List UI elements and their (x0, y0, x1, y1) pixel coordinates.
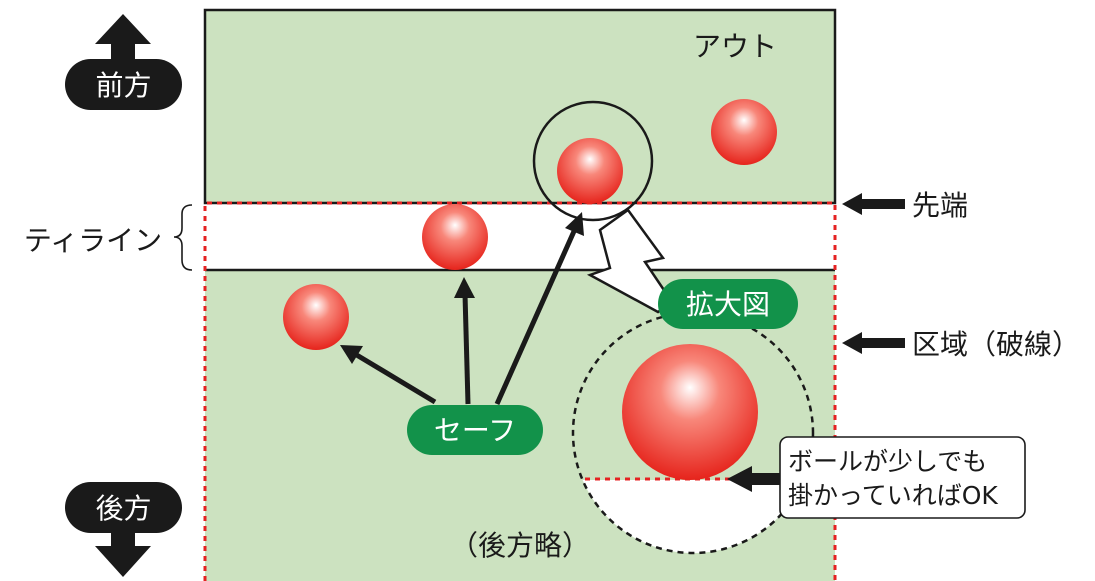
zoom-label: 拡大図 (686, 288, 770, 321)
front-direction: 前方 (65, 14, 182, 110)
area-pointer: 区域（破線） (842, 328, 1080, 361)
teeline-label: ティライン (24, 224, 162, 257)
note-line-2: 掛かっていればOK (788, 481, 998, 510)
safe-badge-shape (407, 405, 543, 455)
magnifier-ring (532, 100, 654, 222)
zoom-badge-shape (658, 279, 798, 329)
note-box: ボールが少しでも 掛かっていればOK (779, 436, 1026, 519)
safe-arrows (340, 212, 584, 406)
omitted-label: （後方略） (450, 529, 590, 562)
note-frame (779, 436, 1026, 519)
arrow-to-edge-ball (494, 227, 578, 406)
teeline-brace (173, 204, 193, 271)
arrow-down-icon (95, 532, 151, 577)
ball-rear (283, 284, 349, 350)
arrow-to-rear-ball (353, 351, 437, 405)
tip-label: 先端 (912, 189, 968, 222)
ball-out (711, 99, 777, 165)
arrow-left-icon (842, 193, 905, 215)
safe-badge: セーフ (407, 405, 543, 455)
dashed-area-boundary (203, 201, 837, 581)
note-line-1: ボールが少しでも (788, 447, 987, 476)
zoom-callout (586, 208, 674, 314)
back-badge (65, 482, 182, 533)
back-label: 後方 (95, 492, 151, 525)
ball-zoomed (622, 344, 758, 480)
arrow-left-icon (842, 332, 905, 354)
arrow-up-icon (95, 14, 151, 60)
arrowhead (454, 277, 475, 298)
tip-pointer: 先端 (842, 189, 968, 222)
arrow-to-teeline-ball (462, 293, 471, 405)
ball-edge (557, 138, 623, 204)
ball-on-teeline (422, 204, 488, 270)
front-badge (65, 59, 182, 110)
zoom-badge: 拡大図 (658, 279, 798, 329)
arrowhead (340, 345, 363, 364)
note-pointer-arrow (727, 466, 780, 492)
safe-label: セーフ (434, 414, 516, 447)
back-direction: 後方 (65, 482, 182, 577)
front-label: 前方 (95, 69, 151, 102)
arrowhead (565, 212, 584, 236)
area-label: 区域（破線） (912, 328, 1080, 361)
out-label: アウト (693, 30, 777, 63)
